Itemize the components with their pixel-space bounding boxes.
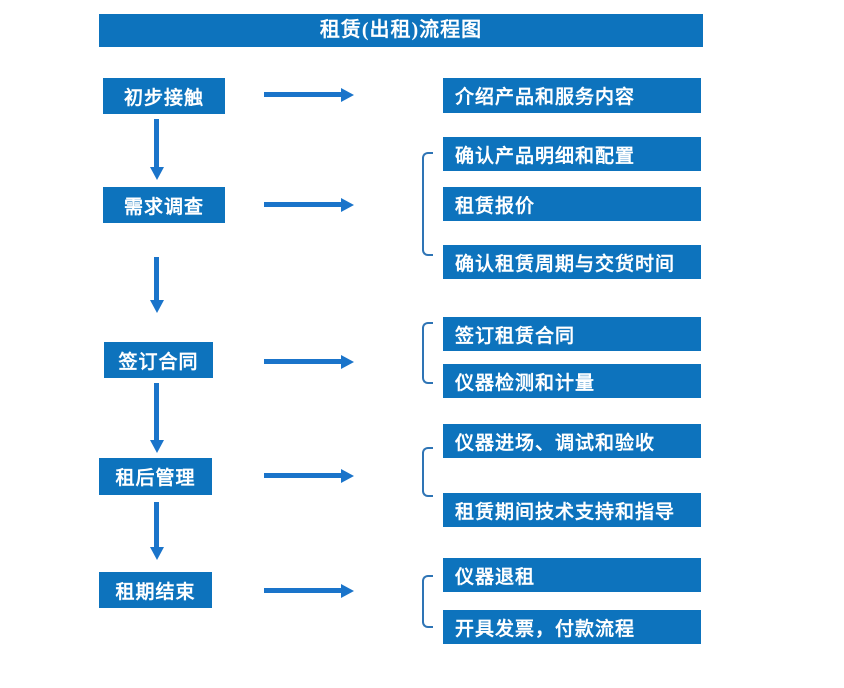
arrow-right-icon-3 [264,355,354,369]
detail-box-invoice-payment: 开具发票，付款流程 [443,610,701,644]
arrow-head [341,355,354,369]
arrow-down-icon-3 [150,383,164,453]
step-box-sign-contract: 签订合同 [104,342,213,378]
bracket-group-5 [422,575,433,628]
detail-box-rental-quote: 租赁报价 [443,187,701,221]
detail-box-intro-products-services: 介绍产品和服务内容 [443,78,701,113]
arrow-down-icon-1 [150,119,164,180]
detail-box-technical-support: 租赁期间技术支持和指导 [443,493,701,527]
arrow-head [341,88,354,102]
arrow-right-icon-4 [264,469,354,483]
detail-box-instrument-inspection: 仪器检测和计量 [443,364,701,398]
arrow-right-icon-1 [264,88,354,102]
arrow-head [341,584,354,598]
arrow-shaft [264,359,342,364]
arrow-shaft [154,257,159,301]
step-box-rental-end: 租期结束 [99,572,212,608]
arrow-head [341,198,354,212]
step-box-demand-survey: 需求调查 [103,187,225,223]
arrow-head [150,300,164,313]
detail-box-instrument-setup-acceptance: 仪器进场、调试和验收 [443,424,701,458]
flowchart-title: 租赁(出租)流程图 [99,14,703,47]
arrow-shaft [264,588,342,593]
arrow-shaft [154,383,159,441]
bracket-group-3 [422,322,433,384]
detail-box-sign-rental-contract: 签订租赁合同 [443,317,701,351]
arrow-right-icon-5 [264,584,354,598]
arrow-head [150,167,164,180]
detail-box-confirm-period-delivery: 确认租赁周期与交货时间 [443,245,701,279]
step-box-initial-contact: 初步接触 [103,78,225,114]
arrow-shaft [264,473,342,478]
bracket-group-4 [422,447,433,497]
arrow-head [341,469,354,483]
arrow-down-icon-4 [150,502,164,560]
step-box-post-rental-management: 租后管理 [99,458,212,495]
arrow-head [150,547,164,560]
arrow-shaft [154,119,159,168]
arrow-right-icon-2 [264,198,354,212]
arrow-head [150,440,164,453]
arrow-down-icon-2 [150,257,164,313]
arrow-shaft [264,202,342,207]
arrow-shaft [154,502,159,548]
detail-box-instrument-return: 仪器退租 [443,558,701,592]
arrow-shaft [264,92,342,97]
bracket-group-2 [422,152,433,256]
detail-box-confirm-product-config: 确认产品明细和配置 [443,137,701,171]
